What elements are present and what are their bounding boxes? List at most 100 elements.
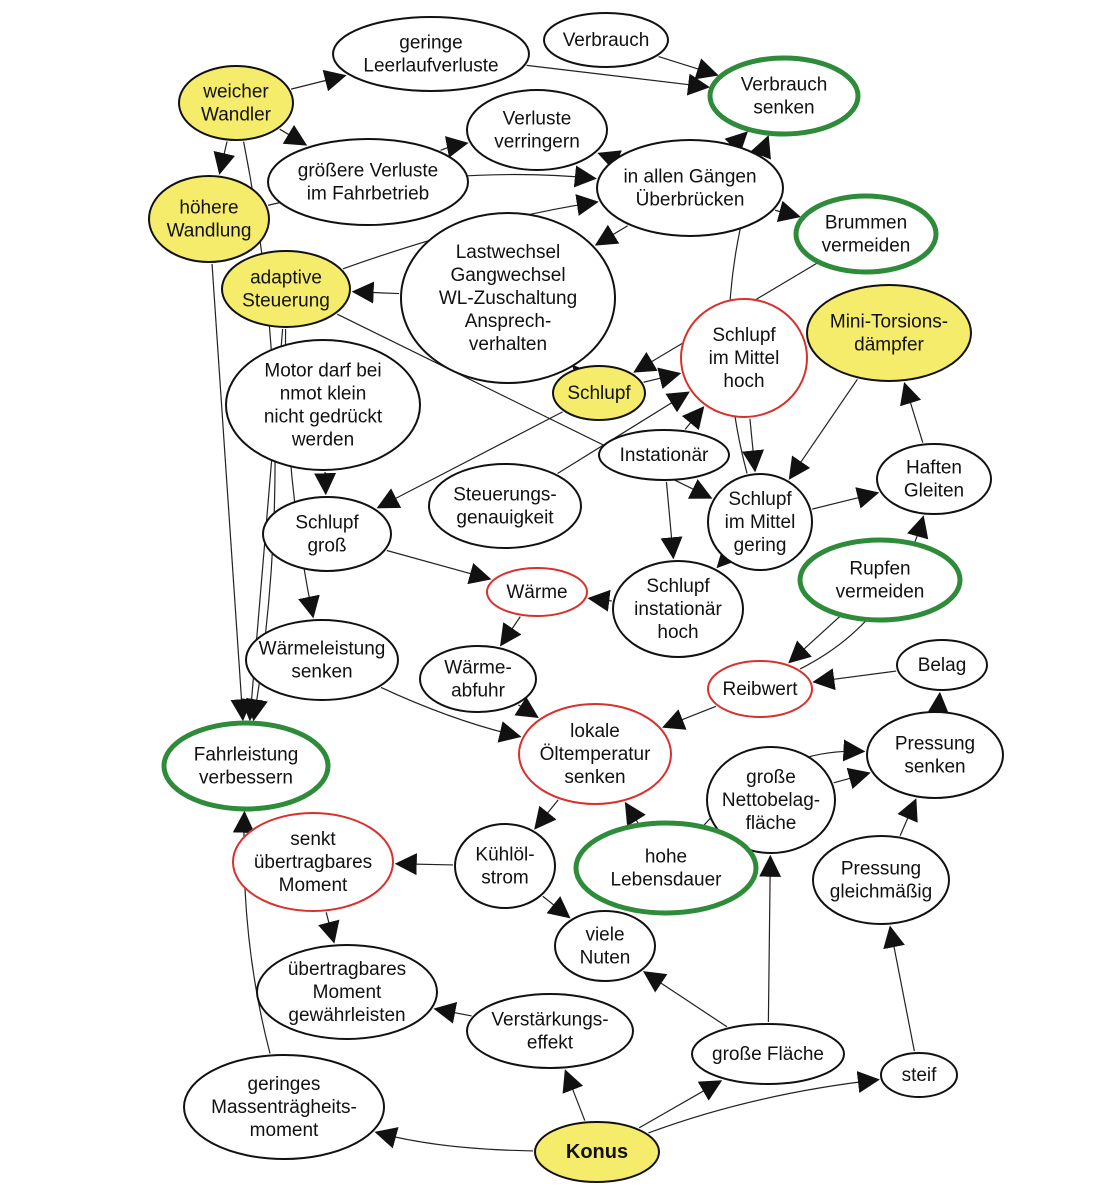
node-shape [466, 993, 634, 1069]
node-shape [612, 560, 744, 658]
node-shape [812, 835, 950, 925]
node-shape [262, 496, 392, 572]
node-label-line: Wärme [506, 582, 567, 603]
edge-konus-to-steif [648, 1071, 880, 1134]
node-label-line: Fahrleistung [194, 745, 299, 766]
node-label-line: gering [734, 535, 787, 556]
edge-rupfen-to-reibwert [788, 616, 841, 664]
edge-weicher-wandler-to-groessere-verluste [279, 124, 308, 146]
node-label-line: höhere [179, 198, 238, 219]
node-label-line: verhalten [469, 334, 547, 355]
node-label-line: Verluste [503, 109, 572, 130]
edge-weicher-wandler-to-geringe-leerlauf [291, 69, 347, 92]
node-shape [486, 567, 588, 617]
edge-grosse-flaeche-to-nettobelag [759, 854, 782, 1023]
node-label-line: senkt [290, 829, 336, 850]
node-label-line: Nuten [580, 948, 631, 969]
node-label-line: Öltemperatur [540, 744, 652, 765]
node-shape [573, 820, 759, 916]
node-label-line: Verstärkungs- [491, 1010, 608, 1031]
node-grosse-flaeche: große Fläche [691, 1023, 845, 1085]
node-shape [419, 645, 537, 713]
edge-ueberbruecken-to-verbrauch-senken [724, 131, 748, 155]
edge-instationaer-to-schlupf-instationaer [660, 481, 683, 560]
node-label-line: Moment [279, 875, 348, 896]
node-shape [598, 429, 730, 481]
node-shape [178, 65, 294, 141]
node-label-line: Überbrücken [636, 190, 745, 211]
node-label-line: Schlupf [712, 325, 776, 346]
node-label-line: Pressung [841, 859, 921, 880]
node-shape [232, 812, 394, 912]
node-label-line: Mini-Torsions- [830, 312, 948, 333]
edge-groessere-verluste-to-verluste-verringern [440, 136, 469, 158]
edge-ueberbruecken-to-verluste-verringern [597, 150, 622, 171]
node-label-line: im Mittel [725, 512, 796, 533]
edge-konus-to-verstaerkung [562, 1069, 586, 1121]
node-label-line: Haften [906, 458, 962, 479]
node-waerme: Wärme [486, 567, 588, 617]
node-label-line: werden [291, 430, 354, 451]
edge-senkt-moment-to-moment-gewaehr [318, 912, 340, 944]
node-label-line: Steuerung [242, 291, 330, 312]
node-label-line: Wandler [201, 105, 272, 126]
edge-weicher-wandler-to-hoehere-wandlung [213, 141, 235, 175]
edge-steuerungsgenauigkeit-to-schlupf-mittel-hoch [557, 391, 690, 474]
node-label-line: vermeiden [836, 582, 925, 603]
edge-konus-to-grosse-flaeche [638, 1080, 723, 1129]
node-label-line: übertragbares [254, 852, 372, 873]
node-shape [866, 711, 1004, 799]
edge-belag-to-reibwert [812, 668, 897, 691]
edge-schlupf-mittel-hoch-to-schlupf-mittel-gering [742, 418, 764, 473]
edge-ueberbruecken-to-brummen [774, 200, 801, 223]
node-label-line: Schlupf [567, 383, 631, 404]
edge-verstaerkung-to-moment-gewaehr [433, 1001, 472, 1024]
node-shape [706, 746, 836, 854]
node-label-line: Lebensdauer [611, 870, 723, 891]
node-shape [225, 339, 421, 471]
node-label-line: hoch [723, 371, 764, 392]
edge-ueberbruecken-to-lastwechsel [594, 224, 628, 246]
node-label-line: steif [902, 1065, 938, 1086]
node-lastwechsel: LastwechselGangwechselWL-ZuschaltungAnsp… [400, 212, 616, 384]
node-label-line: in allen Gängen [623, 167, 756, 188]
edge-grosse-flaeche-to-viele-nuten [642, 971, 728, 1028]
node-shape [256, 944, 438, 1040]
node-label-line: übertragbares [288, 959, 406, 980]
edge-waermeleistung-to-oeltemperatur [380, 686, 522, 743]
node-label-line: Verbrauch [563, 30, 650, 51]
edge-waermeabfuhr-to-oeltemperatur [514, 696, 539, 719]
edge-pressung-gleich-to-pressung-senken [897, 798, 918, 836]
node-label-line: weicher [202, 82, 269, 103]
node-label-line: Nettobelag- [722, 790, 820, 811]
node-shape [518, 703, 672, 805]
node-shape [454, 823, 556, 909]
node-label-line: moment [250, 1120, 319, 1141]
node-label-line: WL-Zuschaltung [439, 288, 577, 309]
node-shape [880, 1052, 958, 1098]
node-shape [554, 910, 656, 982]
node-label-line: Schlupf [646, 576, 710, 597]
node-label-line: Schlupf [728, 489, 792, 510]
node-verstaerkung: Verstärkungs-effekt [466, 993, 634, 1069]
node-shape [148, 175, 270, 263]
node-shape [707, 660, 813, 718]
node-label-line: instationär [634, 599, 722, 620]
edge-motor-to-schlupf-gross [314, 471, 337, 496]
node-kuehloel: Kühlöl-strom [454, 823, 556, 909]
node-steif: steif [880, 1052, 958, 1098]
